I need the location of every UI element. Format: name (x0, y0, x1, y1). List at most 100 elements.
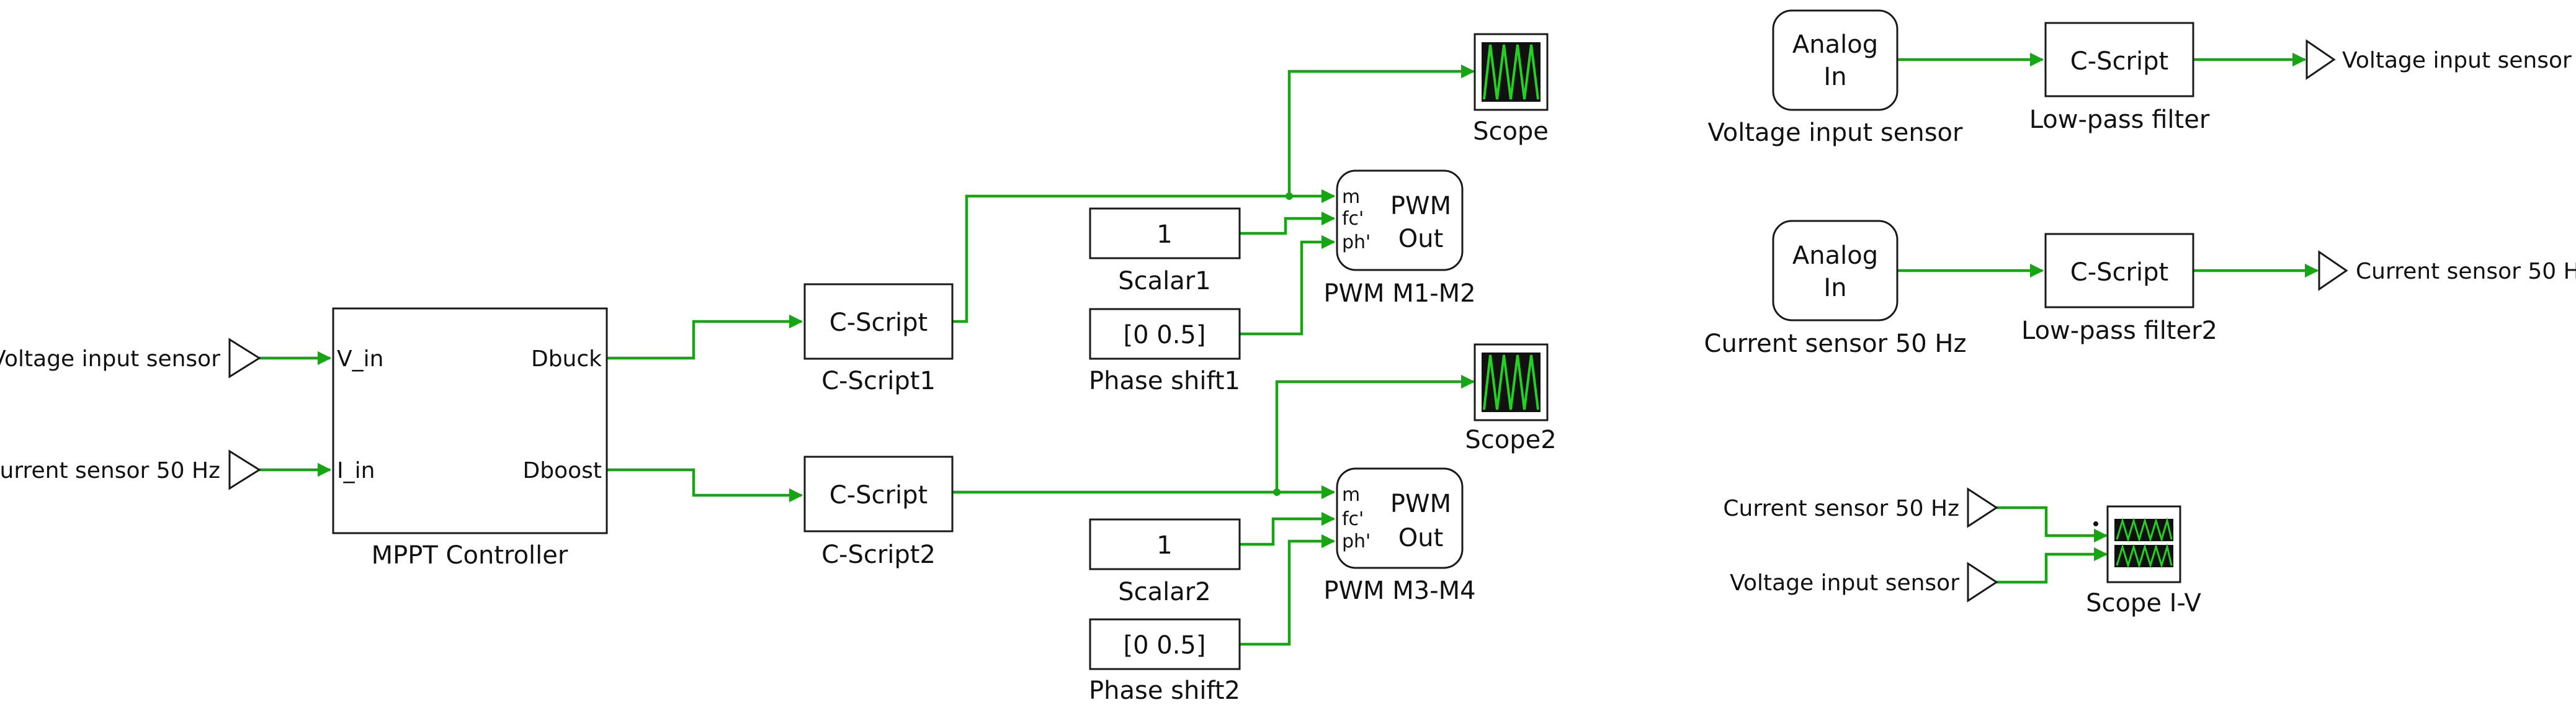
input-port-voltage[interactable]: Voltage input sensor (0, 338, 261, 379)
iv-input-current-label: Current sensor 50 Hz (1723, 496, 1959, 521)
signal-wires (259, 52, 2319, 646)
phase2-name: Phase shift2 (1089, 676, 1240, 705)
cscript1-name: C-Script1 (821, 367, 936, 395)
pwm1-line2: Out (1398, 225, 1444, 253)
scalar2-body (1089, 518, 1241, 570)
scope2-name: Scope2 (1465, 426, 1556, 454)
cscript2-block[interactable]: C-Script C-Script2 (803, 456, 954, 569)
lowpass-filter-2-name: Low-pass filter2 (2021, 317, 2217, 345)
input-port-current-label: Current sensor 50 Hz (0, 458, 220, 483)
scope-iv-trace-bottom-icon (2116, 543, 2173, 569)
wire-phase2-to-pwm2[interactable] (1240, 534, 1336, 646)
iv-input-voltage-label: Voltage input sensor (1730, 570, 1959, 596)
wire-current-to-scope-iv[interactable] (1997, 506, 2108, 543)
phase1-block[interactable]: [0 0.5] Phase shift1 (1089, 308, 1241, 395)
iv-input-voltage[interactable]: Voltage input sensor (1730, 562, 1998, 603)
output-port-voltage[interactable]: Voltage input sensor (2305, 39, 2572, 80)
scalar2-name: Scalar2 (1118, 578, 1210, 606)
analog-in-2-body (1772, 220, 1898, 321)
lowpass-filter-2-text: C-Script (2070, 258, 2168, 287)
mppt-controller-name: MPPT Controller (372, 541, 568, 570)
port-triangle-icon (228, 449, 261, 490)
wire-cscript1-to-pwm1[interactable] (952, 189, 1336, 323)
scope1-trace-icon (1483, 44, 1539, 100)
wire-branch-to-scope2[interactable] (1275, 374, 1475, 492)
pwm1-port-m: m (1342, 186, 1360, 208)
cscript1-block[interactable]: C-Script C-Script1 (803, 283, 954, 395)
pwm1-line1: PWM (1390, 192, 1451, 220)
wire-dboost-to-cscript2[interactable] (607, 468, 803, 503)
pwm1-port-ph: ph' (1342, 231, 1371, 253)
pwm2-line1: PWM (1390, 490, 1451, 518)
lowpass-filter-1-block[interactable]: C-Script Low-pass filter (2029, 22, 2210, 134)
mppt-output-dbuck: Dbuck (531, 346, 602, 372)
output-port-current-label: Current sensor 50 Hz (2356, 259, 2576, 284)
mppt-controller-body (332, 307, 608, 534)
scope2-block[interactable]: Scope2 (1465, 343, 1557, 454)
mppt-controller-block[interactable]: V_in I_in Dbuck Dboost MPPT Controller (332, 307, 608, 570)
scalar1-name: Scalar1 (1118, 267, 1210, 295)
mppt-output-dboost: Dboost (523, 458, 602, 483)
wire-junction-2 (1273, 488, 1281, 496)
cscript1-text: C-Script (830, 308, 928, 337)
scope1-block[interactable]: Scope (1473, 33, 1549, 146)
input-port-current[interactable]: Current sensor 50 Hz (0, 449, 261, 490)
scalar2-value: 1 (1156, 531, 1172, 560)
scope-iv-block[interactable]: Scope I-V (2086, 505, 2202, 618)
analog-in-2-line2: In (1823, 274, 1846, 302)
analog-in-2-line1: Analog (1792, 241, 1878, 270)
pwm2-line2: Out (1398, 524, 1444, 552)
lowpass-filter-2-block[interactable]: C-Script Low-pass filter2 (2021, 233, 2217, 345)
lowpass-filter-1-body (2044, 22, 2194, 97)
scalar1-block[interactable]: 1 Scalar1 (1089, 207, 1241, 295)
phase1-body (1089, 308, 1241, 360)
wire-dbuck-to-cscript1[interactable] (607, 314, 803, 360)
analog-in-1-line2: In (1823, 63, 1846, 91)
pwm2-name: PWM M3-M4 (1323, 577, 1475, 605)
analog-in-1-name: Voltage input sensor (1708, 119, 1963, 147)
pwm2-port-ph: ph' (1342, 531, 1371, 552)
wire-phase1-to-pwm1[interactable] (1240, 235, 1336, 336)
lowpass-filter-1-text: C-Script (2070, 47, 2168, 76)
pwm1-body (1336, 169, 1464, 271)
port-triangle-icon (228, 338, 261, 379)
scope-iv-dot (2093, 521, 2098, 526)
port-triangle-icon (2305, 39, 2336, 80)
pwm1-block[interactable]: m fc' ph' PWM Out PWM M1-M2 (1323, 169, 1476, 308)
lowpass-filter-2-body (2044, 233, 2194, 308)
port-triangle-icon (2318, 250, 2348, 291)
analog-in-1-body (1772, 9, 1898, 111)
pwm2-port-fc: fc' (1342, 508, 1364, 530)
scope-iv-name: Scope I-V (2086, 589, 2201, 618)
phase2-body (1089, 618, 1241, 670)
scope1-name: Scope (1473, 117, 1549, 146)
iv-input-current[interactable]: Current sensor 50 Hz (1723, 487, 1998, 528)
phase1-value: [0 0.5] (1124, 321, 1206, 349)
analog-in-2-block[interactable]: Analog In Current sensor 50 Hz (1704, 220, 1967, 358)
mppt-input-vin: V_in (337, 346, 383, 372)
wire-branch-to-scope[interactable] (1287, 64, 1475, 196)
scope-iv-body (2106, 505, 2181, 583)
pwm1-port-fc: fc' (1342, 208, 1364, 230)
pwm2-port-m: m (1342, 484, 1360, 506)
analog-in-2-name: Current sensor 50 Hz (1704, 330, 1967, 358)
pwm2-block[interactable]: m fc' ph' PWM Out PWM M3-M4 (1323, 467, 1476, 605)
port-triangle-icon (1967, 487, 1998, 528)
output-port-current[interactable]: Current sensor 50 Hz (2318, 250, 2576, 291)
scalar2-block[interactable]: 1 Scalar2 (1089, 518, 1241, 606)
analog-in-1-block[interactable]: Analog In Voltage input sensor (1708, 9, 1963, 147)
cscript1-body (803, 283, 954, 360)
wire-scalar1-to-pwm1[interactable] (1240, 211, 1336, 235)
scalar1-value: 1 (1156, 220, 1172, 249)
wire-voltage-to-scope-iv[interactable] (1997, 547, 2108, 584)
wire-scalar2-to-pwm2[interactable] (1240, 511, 1336, 546)
port-triangle-icon (1967, 562, 1998, 603)
mppt-input-iin: I_in (337, 458, 375, 483)
phase2-block[interactable]: [0 0.5] Phase shift2 (1089, 618, 1241, 705)
phase2-value: [0 0.5] (1124, 631, 1206, 660)
analog-in-1-line1: Analog (1792, 30, 1878, 59)
lowpass-filter-1-name: Low-pass filter (2029, 106, 2210, 134)
pwm1-name: PWM M1-M2 (1323, 279, 1475, 308)
cscript2-name: C-Script2 (821, 541, 936, 569)
